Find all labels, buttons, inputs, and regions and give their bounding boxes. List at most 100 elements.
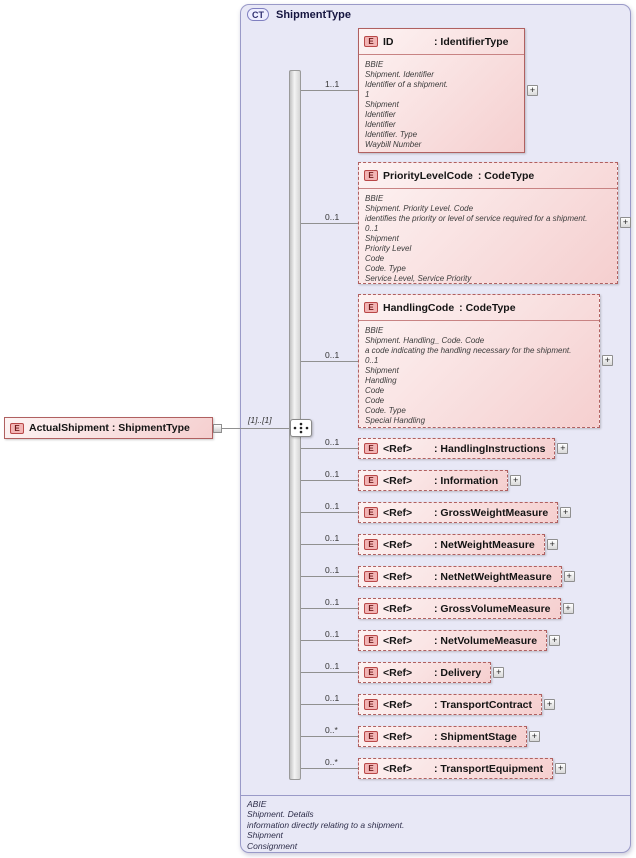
expand-icon[interactable]: + (527, 84, 538, 96)
cardinality-label: 0..1 (325, 212, 340, 222)
element-type: : CodeType (477, 169, 535, 182)
element-name: <Ref> (383, 506, 413, 519)
element-id[interactable]: E ID : IdentifierType BBIE Shipment. Ide… (358, 28, 538, 153)
element-icon: E (364, 635, 378, 646)
cardinality-label: [1]..[1] (248, 415, 272, 425)
connector-line (301, 544, 358, 545)
connector-line (301, 448, 358, 449)
element-row-transportequipment: E <Ref> : TransportEquipment + (358, 758, 567, 779)
element-row-netweightmeasure: E <Ref> : NetWeightMeasure + (358, 534, 558, 555)
element-icon: E (364, 302, 378, 313)
sequence-icon[interactable] (290, 419, 312, 437)
element-ref-grossvolumemeasure[interactable]: E <Ref> : GrossVolumeMeasure (358, 598, 561, 619)
complextype-footer-annotation: ABIE Shipment. Details information direc… (247, 799, 404, 851)
expand-icon[interactable]: + (544, 699, 556, 710)
cardinality-label: 0..* (325, 757, 338, 767)
annotation-line: 0..1 (365, 356, 379, 365)
expand-icon[interactable]: + (620, 217, 631, 228)
element-type: : CodeType (459, 301, 516, 314)
annotation-line: Shipment. Priority Level. Code (365, 204, 474, 213)
expand-icon[interactable]: + (493, 667, 505, 678)
annotation-line: 1 (365, 90, 370, 99)
annotation-line: Code. Type (365, 264, 406, 273)
element-name: <Ref> (383, 730, 413, 743)
expand-icon[interactable]: + (557, 443, 569, 454)
annotation-line: Handling (365, 376, 397, 385)
element-type: : Information (434, 474, 499, 487)
element-row-id: E ID : IdentifierType BBIE Shipment. Ide… (358, 28, 538, 153)
element-name: HandlingCode (383, 301, 455, 314)
connector-line (301, 704, 358, 705)
element-ref-transportequipment[interactable]: E <Ref> : TransportEquipment (358, 758, 554, 779)
expand-icon[interactable]: + (562, 603, 574, 614)
ct-icon: CT (247, 8, 269, 21)
element-icon: E (364, 667, 378, 678)
element-icon: E (364, 507, 378, 518)
element-row-handlinginstructions: E <Ref> : HandlingInstructions + (358, 438, 569, 459)
connector-line (301, 640, 358, 641)
cardinality-label: 0..1 (325, 661, 340, 671)
annotation-line: Identifier. Type (365, 130, 418, 139)
element-name: <Ref> (383, 666, 413, 679)
annotation-line: Code (365, 396, 385, 405)
element-type: : NetNetWeightMeasure (434, 570, 552, 583)
element-header: E HandlingCode : CodeType (359, 295, 599, 321)
annotation-line: BBIE (365, 326, 384, 335)
collapse-toggle[interactable] (213, 424, 222, 433)
element-icon: E (10, 422, 24, 434)
cardinality-label: 0..1 (325, 565, 340, 575)
element-header: E ID : IdentifierType (359, 29, 524, 55)
element-ref-handlinginstructions[interactable]: E <Ref> : HandlingInstructions (358, 438, 556, 459)
annotation-line: Identifier of a shipment. (365, 80, 449, 89)
cardinality-label: 0..1 (325, 629, 340, 639)
cardinality-label: 1..1 (325, 79, 340, 89)
expand-icon[interactable]: + (555, 763, 567, 774)
element-type: : IdentifierType (434, 35, 509, 48)
element-ref-information[interactable]: E <Ref> : Information (358, 470, 509, 491)
element-type: : TransportEquipment (434, 762, 544, 775)
element-ref-transportcontract[interactable]: E <Ref> : TransportContract (358, 694, 543, 715)
cardinality-label: 0..1 (325, 533, 340, 543)
cardinality-label: 0..1 (325, 469, 340, 479)
element-ref-netnetweightmeasure[interactable]: E <Ref> : NetNetWeightMeasure (358, 566, 562, 587)
annotation-line: Code (365, 386, 385, 395)
connector-line (301, 768, 358, 769)
expand-icon[interactable]: + (563, 571, 575, 582)
connector-line (301, 672, 358, 673)
expand-icon[interactable]: + (528, 731, 540, 742)
expand-icon[interactable]: + (510, 475, 522, 486)
element-prioritylevelcode[interactable]: E PriorityLevelCode : CodeType BBIE Ship… (358, 162, 631, 284)
element-type: : GrossWeightMeasure (434, 506, 549, 519)
element-icon: E (364, 36, 378, 47)
footer-separator (241, 795, 630, 796)
element-ref-delivery[interactable]: E <Ref> : Delivery (358, 662, 492, 683)
element-name: <Ref> (383, 442, 413, 455)
element-ref-netweightmeasure[interactable]: E <Ref> : NetWeightMeasure (358, 534, 545, 555)
expand-icon[interactable]: + (602, 355, 613, 366)
element-type: : ShipmentStage (434, 730, 517, 743)
annotation-line: Shipment. Identifier (365, 70, 434, 79)
element-row-shipmentstage: E <Ref> : ShipmentStage + (358, 726, 540, 747)
element-ref-grossweightmeasure[interactable]: E <Ref> : GrossWeightMeasure (358, 502, 559, 523)
expand-icon[interactable]: + (546, 539, 558, 550)
annotation-line: a code indicating the handling necessary… (365, 346, 572, 355)
element-ref-shipmentstage[interactable]: E <Ref> : ShipmentStage (358, 726, 527, 747)
element-icon: E (364, 731, 378, 742)
element-icon: E (364, 763, 378, 774)
expand-icon[interactable]: + (549, 635, 561, 646)
element-name: <Ref> (383, 762, 413, 775)
element-name: <Ref> (383, 602, 413, 615)
element-ref-netvolumemeasure[interactable]: E <Ref> : NetVolumeMeasure (358, 630, 548, 651)
element-actualshipment[interactable]: E ActualShipment : ShipmentType (4, 417, 213, 439)
expand-icon[interactable]: + (560, 507, 572, 518)
annotation-line: Code. Type (365, 406, 406, 415)
cardinality-label: 0..1 (325, 437, 340, 447)
complextype-header: CT ShipmentType (247, 8, 351, 21)
footer-annotation-line: Shipment. Details (247, 809, 314, 820)
element-row-prioritylevelcode: E PriorityLevelCode : CodeType BBIE Ship… (358, 162, 631, 284)
element-name: <Ref> (383, 474, 413, 487)
element-row-grossvolumemeasure: E <Ref> : GrossVolumeMeasure + (358, 598, 574, 619)
cardinality-label: 0..* (325, 725, 338, 735)
annotation-line: Shipment (365, 366, 399, 375)
element-handlingcode[interactable]: E HandlingCode : CodeType BBIE Shipment.… (358, 294, 613, 428)
